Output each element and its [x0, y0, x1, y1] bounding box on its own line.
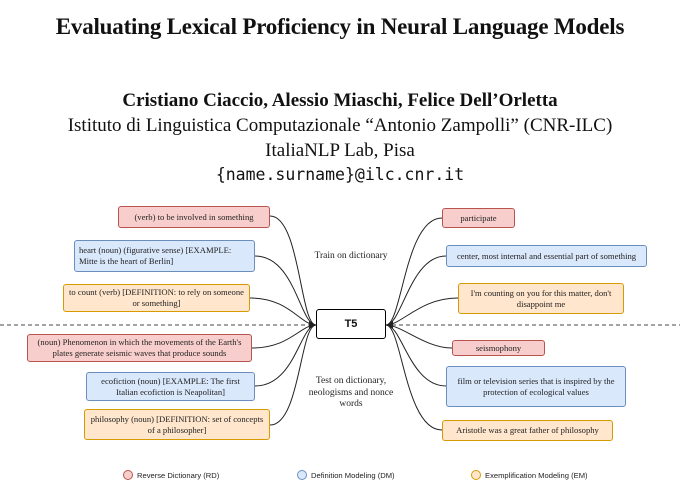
- connector-input-4: [251, 324, 317, 349]
- legend-label: Exemplification Modeling (EM): [485, 470, 588, 480]
- output-text: film or television series that is inspir…: [457, 375, 615, 397]
- input-box: heart (noun) (figurative sense) [EXAMPLE…: [74, 240, 255, 272]
- legend-dot-rd: [123, 470, 133, 480]
- connector-output-2: [385, 255, 447, 326]
- paper-title: Evaluating Lexical Proficiency in Neural…: [55, 14, 625, 39]
- connector-input-3: [249, 297, 317, 326]
- output-text: center, most internal and essential part…: [456, 250, 637, 261]
- output-box: Aristotle was a great father of philosop…: [442, 420, 613, 441]
- connector-output-4: [385, 324, 453, 349]
- connector-input-2: [254, 255, 317, 326]
- output-text: I'm counting on you for this matter, don…: [470, 287, 612, 309]
- arrowhead-out-of-t5: [386, 321, 393, 329]
- output-text: participate: [460, 212, 497, 223]
- legend-label: Reverse Dictionary (RD): [137, 470, 220, 480]
- legend-item-em: Exemplification Modeling (EM): [471, 470, 588, 480]
- train-label: Train on dictionary: [314, 251, 388, 261]
- test-label: Test on dictionary, neologisms and nonce…: [308, 376, 394, 409]
- output-box: I'm counting on you for this matter, don…: [458, 283, 624, 314]
- arrowhead-into-t5: [309, 321, 316, 329]
- input-text: heart (noun) (figurative sense) [EXAMPLE…: [79, 245, 232, 266]
- input-box: to count (verb) [DEFINITION: to rely on …: [63, 284, 250, 312]
- connector-input-1: [269, 215, 317, 326]
- author-list: Cristiano Ciaccio, Alessio Miaschi, Feli…: [122, 90, 558, 111]
- lab-name: ItaliaNLP Lab, Pisa: [265, 140, 415, 161]
- author-email: {name.surname}@ilc.cnr.it: [215, 165, 465, 184]
- input-text: ecofiction (noun) [EXAMPLE: The first It…: [101, 375, 240, 397]
- input-text: (verb) to be involved in something: [134, 211, 254, 222]
- input-text: (noun) Phenomenon in which the movements…: [37, 337, 242, 358]
- output-box: center, most internal and essential part…: [446, 245, 647, 267]
- legend-item-dm: Definition Modeling (DM): [297, 470, 395, 480]
- connector-output-6: [385, 324, 443, 431]
- output-box: film or television series that is inspir…: [446, 366, 626, 407]
- input-text: to count (verb) [DEFINITION: to rely on …: [69, 287, 244, 308]
- affiliation: Istituto di Linguistica Computazionale “…: [67, 115, 613, 136]
- legend-label: Definition Modeling (DM): [311, 470, 395, 480]
- input-box: (noun) Phenomenon in which the movements…: [27, 334, 252, 362]
- output-box: participate: [442, 208, 515, 228]
- input-box: ecofiction (noun) [EXAMPLE: The first It…: [86, 372, 255, 401]
- legend-item-rd: Reverse Dictionary (RD): [123, 470, 219, 480]
- t5-model-node: T5: [316, 309, 386, 339]
- output-text: Aristotle was a great father of philosop…: [456, 425, 599, 435]
- connector-output-3: [385, 297, 459, 326]
- output-text: seismophony: [475, 342, 522, 353]
- input-box: (verb) to be involved in something: [118, 206, 270, 228]
- input-text: philosophy (noun) [DEFINITION: set of co…: [90, 413, 264, 435]
- legend-dot-em: [471, 470, 481, 480]
- output-box: seismophony: [452, 340, 545, 356]
- input-box: philosophy (noun) [DEFINITION: set of co…: [84, 409, 270, 440]
- legend-dot-dm: [297, 470, 307, 480]
- connector-input-6: [269, 324, 317, 426]
- connector-output-1: [385, 217, 443, 326]
